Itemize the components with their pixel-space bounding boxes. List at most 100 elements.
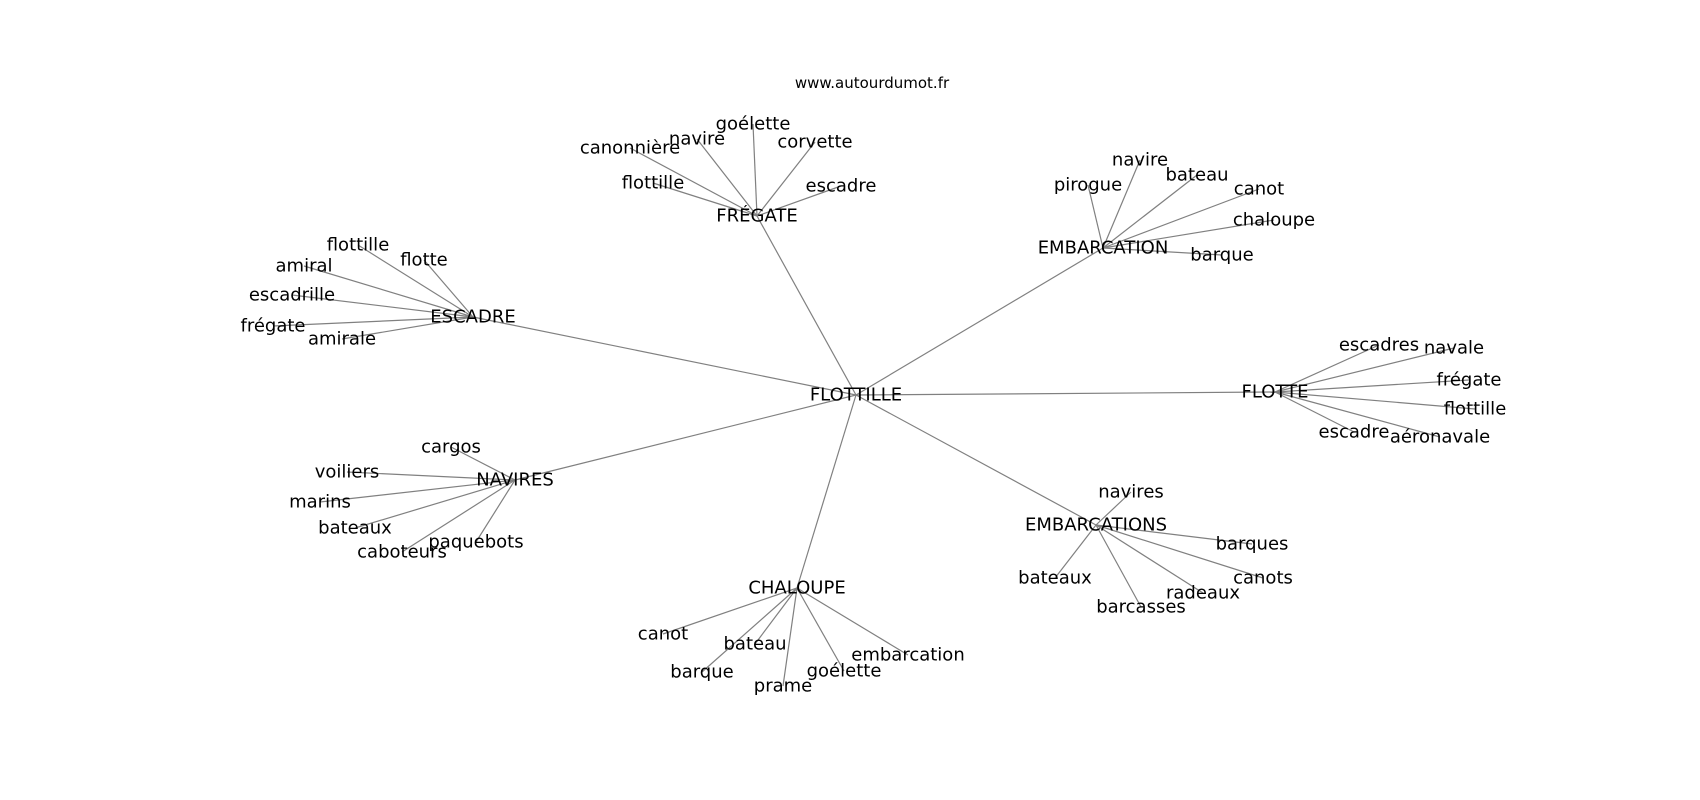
edge-fregate-to-corvette [756, 141, 816, 217]
leaf-node-goelette: goélette [807, 661, 882, 682]
edge-root-to-navires [514, 394, 857, 481]
edge-navires-to-voiliers [346, 471, 516, 481]
edge-fregate-to-navire [696, 138, 758, 217]
leaf-node-embarcation: embarcation [851, 645, 964, 666]
leaf-node-canot: canot [1234, 179, 1284, 200]
hub-node-embarcation: EMBARCATION [1038, 238, 1169, 259]
edge-root-to-escadre [472, 316, 857, 396]
edge-chaloupe-to-prame [782, 587, 798, 687]
leaf-node-amirale: amirale [308, 329, 376, 350]
edge-chaloupe-to-bateau [754, 587, 798, 645]
leaf-node-goelette: goélette [716, 114, 791, 135]
leaf-node-aeronavale: aéronavale [1390, 427, 1490, 448]
edge-embarcation-to-pirogue [1087, 184, 1104, 249]
leaf-node-flotte: flotte [400, 250, 448, 271]
graph-edges [272, 123, 1476, 687]
leaf-node-barque: barque [670, 662, 733, 683]
edge-embarcation-to-canot [1102, 188, 1260, 249]
edge-escadre-to-flotte [423, 259, 474, 318]
edge-root-to-chaloupe [796, 394, 857, 589]
edge-embarcations-to-canots [1095, 524, 1264, 579]
site-watermark: www.autourdumot.fr [795, 74, 950, 92]
edge-flotte-to-fregate [1274, 379, 1470, 393]
edge-embarcations-to-bateaux [1054, 524, 1097, 579]
edge-embarcation-to-navire [1102, 159, 1141, 249]
leaf-node-navale: navale [1424, 338, 1484, 359]
edge-root-to-embarcation [855, 247, 1104, 396]
edge-navires-to-bateaux [354, 479, 516, 529]
edge-root-to-embarcations [855, 394, 1097, 526]
hub-node-escadre: ESCADRE [430, 307, 515, 328]
edge-flotte-to-escadre [1274, 391, 1355, 433]
leaf-node-canots: canots [1233, 568, 1293, 589]
leaf-node-canot: canot [638, 624, 688, 645]
leaf-node-navire: navire [1112, 150, 1168, 171]
leaf-node-bateaux: bateaux [318, 518, 392, 539]
edge-chaloupe-to-canot [662, 587, 798, 635]
edge-embarcations-to-barcasses [1095, 524, 1142, 608]
root-node-label: FLOTTILLE [810, 385, 902, 406]
leaf-node-amiral: amiral [276, 256, 333, 277]
edge-root-to-fregate [756, 215, 857, 396]
edge-embarcations-to-barques [1095, 524, 1253, 545]
graph-labels: FLOTTILLEFRÉGATEcanonnièrenaviregoélette… [240, 114, 1506, 697]
edge-navires-to-cargos [450, 446, 516, 481]
edge-navires-to-marins [319, 479, 516, 503]
leaf-node-barques: barques [1216, 534, 1289, 555]
edge-flotte-to-flottille [1274, 391, 1476, 410]
edge-chaloupe-to-barque [701, 587, 798, 673]
edge-escadre-to-escadrille [291, 294, 474, 318]
leaf-node-navire: navire [669, 129, 725, 150]
leaf-node-caboteurs: caboteurs [357, 542, 447, 563]
edge-embarcations-to-radeaux [1095, 524, 1204, 594]
leaf-node-escadres: escadres [1339, 335, 1419, 356]
leaf-node-navires: navires [1098, 482, 1164, 503]
leaf-node-barque: barque [1190, 245, 1253, 266]
hub-node-embarcations: EMBARCATIONS [1025, 515, 1167, 536]
edge-embarcation-to-bateau [1102, 174, 1198, 249]
leaf-node-corvette: corvette [777, 132, 852, 153]
leaf-node-escadre: escadre [1319, 422, 1390, 443]
leaf-node-flottille: flottille [1444, 399, 1507, 420]
leaf-node-bateau: bateau [1165, 165, 1228, 186]
leaf-node-escadrille: escadrille [249, 285, 335, 306]
edge-flotte-to-escadres [1274, 344, 1380, 393]
leaf-node-radeaux: radeaux [1166, 583, 1240, 604]
edge-flotte-to-aeronavale [1274, 391, 1441, 438]
leaf-node-marins: marins [289, 492, 351, 513]
edge-fregate-to-goelette [752, 123, 758, 217]
edge-flotte-to-navale [1274, 347, 1455, 393]
leaf-node-flottille: flottille [622, 173, 685, 194]
leaf-node-bateau: bateau [723, 634, 786, 655]
leaf-node-canonniere: canonnière [580, 138, 680, 159]
edge-fregate-to-flottille [652, 182, 758, 217]
leaf-node-cargos: cargos [421, 437, 481, 458]
leaf-node-chaloupe: chaloupe [1233, 210, 1315, 231]
leaf-node-voiliers: voiliers [315, 462, 380, 483]
leaf-node-fregate: frégate [240, 316, 305, 337]
edge-navires-to-paquebots [475, 479, 516, 543]
leaf-node-pirogue: pirogue [1054, 175, 1122, 196]
edge-root-to-flotte [855, 391, 1276, 396]
hub-node-navires: NAVIRES [476, 470, 554, 491]
leaf-node-flottille: flottille [327, 235, 390, 256]
hub-node-flotte: FLOTTE [1242, 382, 1309, 403]
edge-escadre-to-amiral [303, 265, 474, 318]
edge-fregate-to-escadre [756, 185, 842, 217]
leaf-node-paquebots: paquebots [428, 532, 523, 553]
leaf-node-fregate: frégate [1436, 370, 1501, 391]
leaf-node-escadre: escadre [806, 176, 877, 197]
hub-node-chaloupe: CHALOUPE [748, 578, 845, 599]
edge-escadre-to-amirale [341, 316, 474, 340]
edge-escadre-to-flottille [357, 244, 474, 318]
edge-navires-to-caboteurs [401, 479, 516, 553]
leaf-node-prame: prame [754, 676, 812, 697]
edge-escadre-to-fregate [272, 316, 474, 327]
edge-embarcation-to-chaloupe [1102, 219, 1275, 249]
edge-fregate-to-canonniere [629, 147, 758, 217]
edge-chaloupe-to-embarcation [796, 587, 909, 656]
hub-node-fregate: FRÉGATE [716, 205, 797, 227]
edge-chaloupe-to-goelette [796, 587, 845, 672]
